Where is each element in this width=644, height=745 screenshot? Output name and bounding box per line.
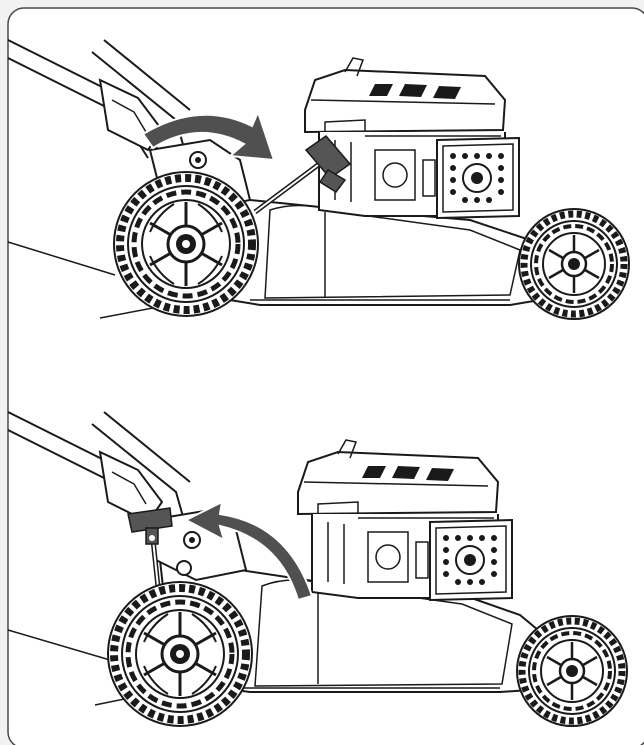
engine (304, 57, 520, 219)
height-adjust-lever (253, 134, 352, 215)
rear-wheel (114, 172, 258, 316)
front-wheel (519, 209, 629, 319)
rotation-arrow-icon (141, 109, 276, 162)
rotation-arrow-icon (183, 500, 314, 602)
front-wheel (517, 616, 627, 726)
engine (297, 439, 513, 601)
panel-top-lever-down (7, 39, 629, 319)
panel-bottom-lever-up (7, 411, 627, 726)
rear-wheel (108, 582, 252, 726)
